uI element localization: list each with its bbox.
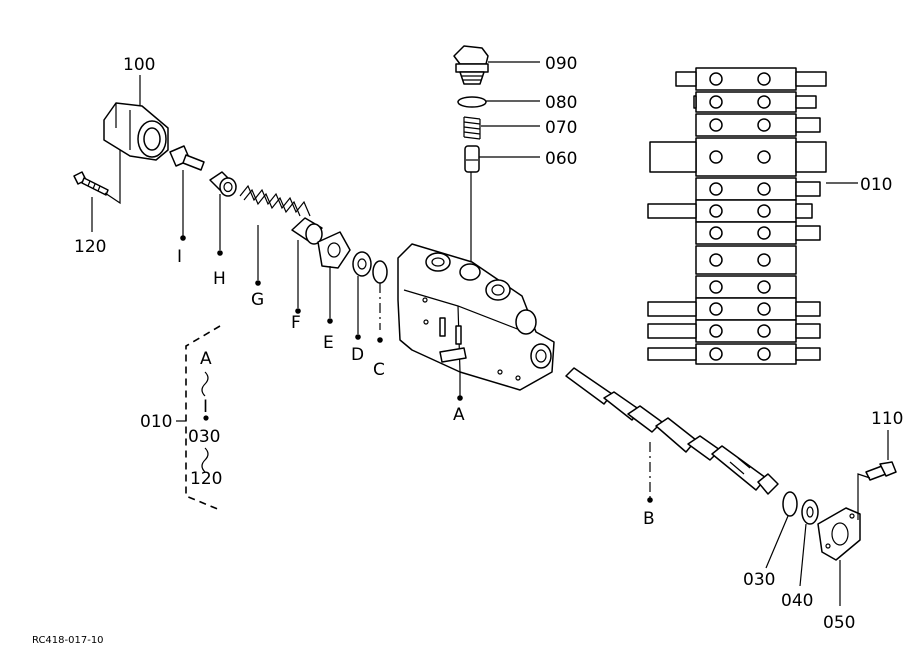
part-A-valve-body (397, 243, 555, 391)
stack-section (695, 275, 797, 299)
callout-040: 040 (781, 591, 813, 611)
part-F-bush (291, 217, 323, 245)
letter-A: A (453, 405, 465, 425)
part-D-washer (352, 251, 372, 277)
stack-section (695, 177, 821, 201)
stack-section (693, 91, 817, 113)
stack-section (695, 245, 797, 275)
drawing-code: RC418-017-10 (32, 635, 104, 646)
bracket-row2: I (203, 397, 208, 417)
letter-C: C (373, 360, 385, 380)
bracket-label: 010 (140, 412, 172, 432)
stack-section (647, 199, 813, 223)
bracket-row4: 120 (190, 469, 222, 489)
stack-section (647, 343, 821, 365)
bracket-row1: A (200, 349, 212, 369)
dot-A (457, 395, 463, 401)
dot-G (255, 280, 261, 286)
callout-070: 070 (545, 118, 577, 138)
dot-F (295, 308, 301, 314)
leader-110 (857, 430, 889, 520)
stack-section (675, 67, 827, 91)
part-120-bolt (73, 171, 109, 196)
part-H-sleeve (209, 171, 237, 197)
letter-H: H (213, 269, 226, 289)
tilde-2 (201, 447, 209, 473)
part-090-plug (453, 45, 489, 85)
letter-F: F (291, 313, 301, 333)
part-050-cover (817, 507, 861, 561)
assembly-bracket (176, 325, 221, 511)
part-060-plunger (464, 145, 480, 173)
part-100-cap (103, 102, 169, 161)
dot-bracket (203, 415, 209, 421)
stack-section (647, 297, 821, 321)
part-110-bolt (865, 461, 897, 481)
letter-G: G (251, 290, 264, 310)
callout-090: 090 (545, 54, 577, 74)
dot-B (647, 497, 653, 503)
callout-060: 060 (545, 149, 577, 169)
dot-H (217, 250, 223, 256)
callout-080: 080 (545, 93, 577, 113)
callout-110: 110 (871, 409, 903, 429)
letter-B: B (643, 509, 655, 529)
part-I-poppet (169, 145, 205, 171)
part-040-washer (801, 499, 819, 525)
dot-E (327, 318, 333, 324)
callout-030: 030 (743, 570, 775, 590)
stack-section (647, 319, 821, 343)
leader-120-left (104, 150, 121, 205)
part-B-spool (565, 367, 779, 495)
leader-040 (799, 523, 807, 587)
part-030-oring (782, 491, 798, 517)
valve-stack-assembly (647, 67, 827, 365)
part-G-spring (239, 184, 311, 217)
leader-030 (765, 515, 789, 569)
stack-section (695, 113, 821, 137)
callout-120-left: 120 (74, 237, 106, 257)
stack-section (649, 137, 827, 177)
letter-D: D (351, 345, 364, 365)
bracket-row3: 030 (188, 427, 220, 447)
callout-010: 010 (860, 175, 892, 195)
dot-D (355, 334, 361, 340)
dot-I (180, 235, 186, 241)
callout-100: 100 (123, 55, 155, 75)
part-070-spring (463, 116, 481, 140)
stack-section (695, 221, 821, 245)
tilde-1 (201, 371, 209, 397)
part-E-flange (317, 231, 351, 269)
callout-050: 050 (823, 613, 855, 633)
letter-I: I (177, 247, 182, 267)
dot-C (377, 337, 383, 343)
part-C-oring (372, 260, 388, 284)
part-080-oring (457, 96, 487, 108)
letter-E: E (323, 333, 334, 353)
